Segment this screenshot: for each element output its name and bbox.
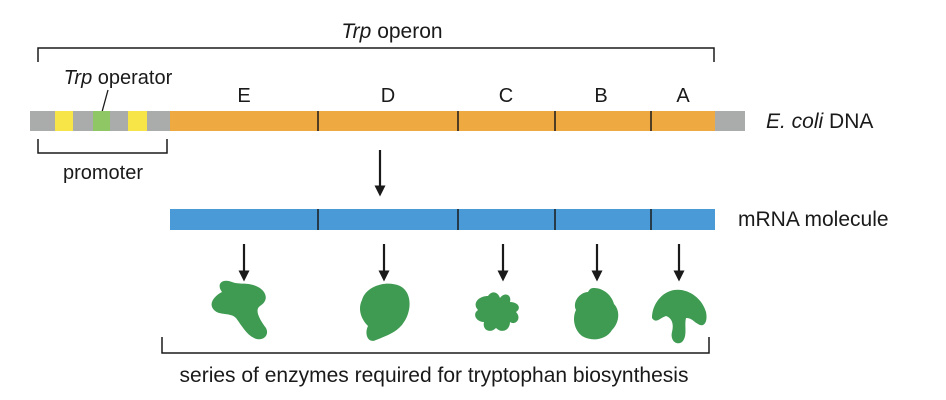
promoter-bracket — [37, 139, 168, 154]
operator-label: Trp operator — [64, 67, 173, 89]
operator-pointer — [101, 89, 109, 113]
promoter-site — [55, 111, 73, 131]
gene-label-c: C — [499, 85, 513, 107]
structural-genes — [170, 111, 715, 131]
dna-bar — [30, 111, 745, 131]
enzyme-a-shape — [652, 289, 707, 344]
mrna-strand — [170, 209, 715, 230]
gene-label-d: D — [381, 85, 395, 107]
gene-label-b: B — [594, 85, 607, 107]
enzyme-c-shape — [475, 292, 519, 331]
mrna-label: mRNA molecule — [738, 208, 889, 231]
promoter-label: promoter — [63, 162, 143, 184]
operator-site — [93, 111, 110, 131]
operon-title: Trp operon — [341, 20, 442, 43]
enzyme-d-shape — [360, 283, 410, 341]
enzymes-bracket — [161, 337, 710, 354]
enzyme-b-shape — [574, 288, 619, 340]
operon-bracket — [37, 47, 715, 62]
dna-label: E. coli DNA — [766, 110, 873, 133]
promoter-site — [128, 111, 147, 131]
gene-label-e: E — [237, 85, 250, 107]
enzyme-e-shape — [211, 280, 268, 340]
terminator-region — [715, 111, 745, 131]
gene-label-a: A — [676, 85, 690, 107]
mrna-bar — [170, 209, 715, 230]
enzymes-caption: series of enzymes required for tryptopha… — [180, 364, 689, 387]
